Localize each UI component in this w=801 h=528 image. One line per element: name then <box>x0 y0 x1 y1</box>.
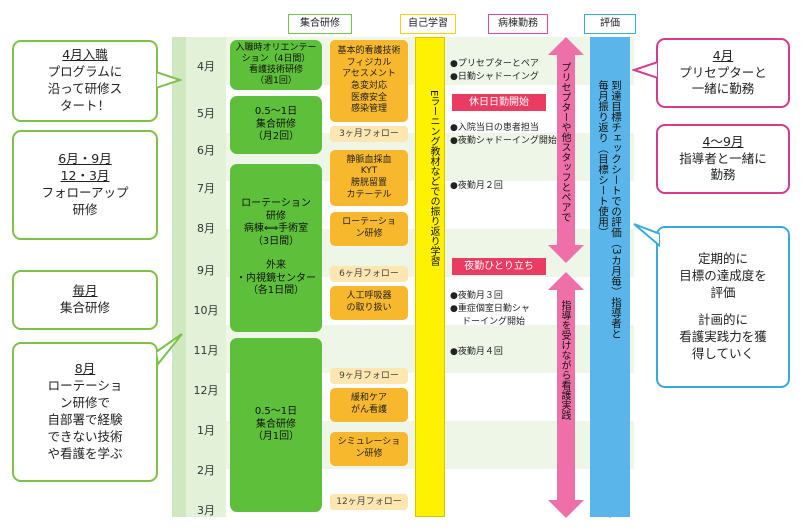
palliative-block: 緩和ケアがん看護 <box>330 388 408 422</box>
double-arrow-icon: ⟺ <box>263 223 279 235</box>
followup-12m: 12ヶ月フォロー <box>330 494 408 510</box>
ward-item: ●プリセプターとペア <box>450 59 539 69</box>
month-label: 4月 <box>197 60 215 73</box>
callout-evaluation: 定期的に目標の達成度を評価 計画的に看護実践力を獲得していく <box>656 226 790 388</box>
pink-arrow-text-upper: プリセプターや他スタッフとペアで <box>559 62 570 222</box>
block-line: ・内視鏡センター <box>236 272 316 284</box>
night-solo-label: 夜勤ひとり立ち <box>452 258 546 275</box>
month-label: 3月 <box>197 504 215 517</box>
callout-pointer <box>632 60 658 80</box>
block-line: （3日間） <box>252 235 300 247</box>
callout-pointer <box>156 333 183 367</box>
block-line: 外来 <box>266 260 286 272</box>
month-label: 8月 <box>197 222 215 235</box>
rotation-training-block: ローテーション 研修 病棟⟺手術室 （3日間） 外来 ・内視鏡センター （各1日… <box>230 164 322 332</box>
header-self-study: 自己学習 <box>400 14 456 34</box>
ward-item: ●夜勤シャドーイング開始 <box>450 136 557 146</box>
ventilator-block: 人工呼吸器の取り扱い <box>330 286 408 320</box>
self-study-text: Eラーニング教材などでの振り返り学習 <box>428 90 439 267</box>
orientation-title: 入職時オリエンテーション（4日間） <box>235 42 317 64</box>
evaluation-arrow-head <box>590 500 630 518</box>
pink-double-arrow-upper <box>548 37 584 263</box>
rotation-topic-block: ローテーション研修 <box>330 212 408 246</box>
month-label: 6月 <box>197 144 215 157</box>
day-shift-start-label: 休日日勤開始 <box>452 94 546 111</box>
callout-april-start: 4月入職プログラムに沿って研修スタート！ <box>12 40 158 122</box>
ward-item: ●日勤シャドーイング <box>450 72 539 82</box>
ward-item: ●夜勤月２回 <box>450 181 503 191</box>
block-line: 病棟⟺手術室 <box>243 223 309 235</box>
month-label: 2月 <box>197 464 215 477</box>
month-column <box>186 37 226 517</box>
ward-item: ●入院当日の患者担当 <box>450 123 539 133</box>
basic-skills-block: 基本的看護技術フィジカルアセスメント急変対応医療安全感染管理 <box>330 40 408 122</box>
followup-3m: 3ヶ月フォロー <box>330 126 408 142</box>
group-training-dec-block: 0.5～1日 集合研修 （月1回） <box>230 338 322 512</box>
followup-6m: 6ヶ月フォロー <box>330 266 408 282</box>
left-strip <box>172 37 186 517</box>
callout-april-preceptor: 4月プリセプターと一緒に勤務 <box>656 38 790 108</box>
ward-item: ●夜勤月４回 <box>450 347 503 357</box>
orientation-block: 入職時オリエンテーション（4日間） 看護技術研修 （週1回） <box>230 40 322 90</box>
followup-9m: 9ヶ月フォロー <box>330 368 408 384</box>
callout-pointer <box>633 223 660 248</box>
evaluation-text: 到達目標チェックシートでの評価（3カ月毎）指導者と毎月振り返り（目標シート使用） <box>597 80 622 339</box>
ward-item: ●夜勤月３回 <box>450 291 503 301</box>
header-evaluation: 評価 <box>584 14 636 34</box>
ward-item: ●重症個室日勤シャ <box>450 304 530 314</box>
block-line: 集合研修 <box>256 118 296 130</box>
block-line: （各1日間） <box>247 285 305 297</box>
block-line: 0.5～1日 <box>254 406 298 418</box>
month-label: 10月 <box>193 304 219 317</box>
header-ward-duty: 病棟勤務 <box>488 14 548 34</box>
month-label: 5月 <box>197 107 215 120</box>
block-line: 研修 <box>266 210 286 222</box>
callout-pointer <box>156 70 182 90</box>
header-group-training: 集合研修 <box>288 14 352 34</box>
month-label: 9月 <box>197 264 215 277</box>
month-label: 12月 <box>193 384 219 397</box>
pink-arrow-text-lower: 指導を受けながら看護実践 <box>559 300 570 420</box>
orientation-sub: 看護技術研修 <box>248 65 303 75</box>
callout-aug-rotation: 8月ローテーション研修で自部署で経験できない技術や看護を学ぶ <box>12 342 158 482</box>
ward-item: ドーイング開始 <box>462 317 526 327</box>
month-label: 11月 <box>193 344 219 357</box>
pink-double-arrow-lower <box>548 272 584 518</box>
block-line: （月2回） <box>252 131 300 143</box>
callout-monthly: 毎月集合研修 <box>12 270 158 330</box>
block-line: ローテーション <box>241 198 311 210</box>
block-line: （月1回） <box>252 431 300 443</box>
callout-apr-sep: 4～9月指導者と一緒に勤務 <box>656 124 790 194</box>
group-training-may-block: 0.5～1日 集合研修 （月2回） <box>230 96 322 154</box>
month-label: 1月 <box>197 424 215 437</box>
month-label: 7月 <box>197 182 215 195</box>
orientation-days: （週1回） <box>255 76 297 87</box>
block-line: 集合研修 <box>256 418 296 430</box>
self-study-bar <box>415 37 445 517</box>
block-line: 0.5～1日 <box>254 106 298 118</box>
simulation-block: シミュレーション研修 <box>330 432 408 466</box>
evaluation-bar <box>590 37 630 517</box>
